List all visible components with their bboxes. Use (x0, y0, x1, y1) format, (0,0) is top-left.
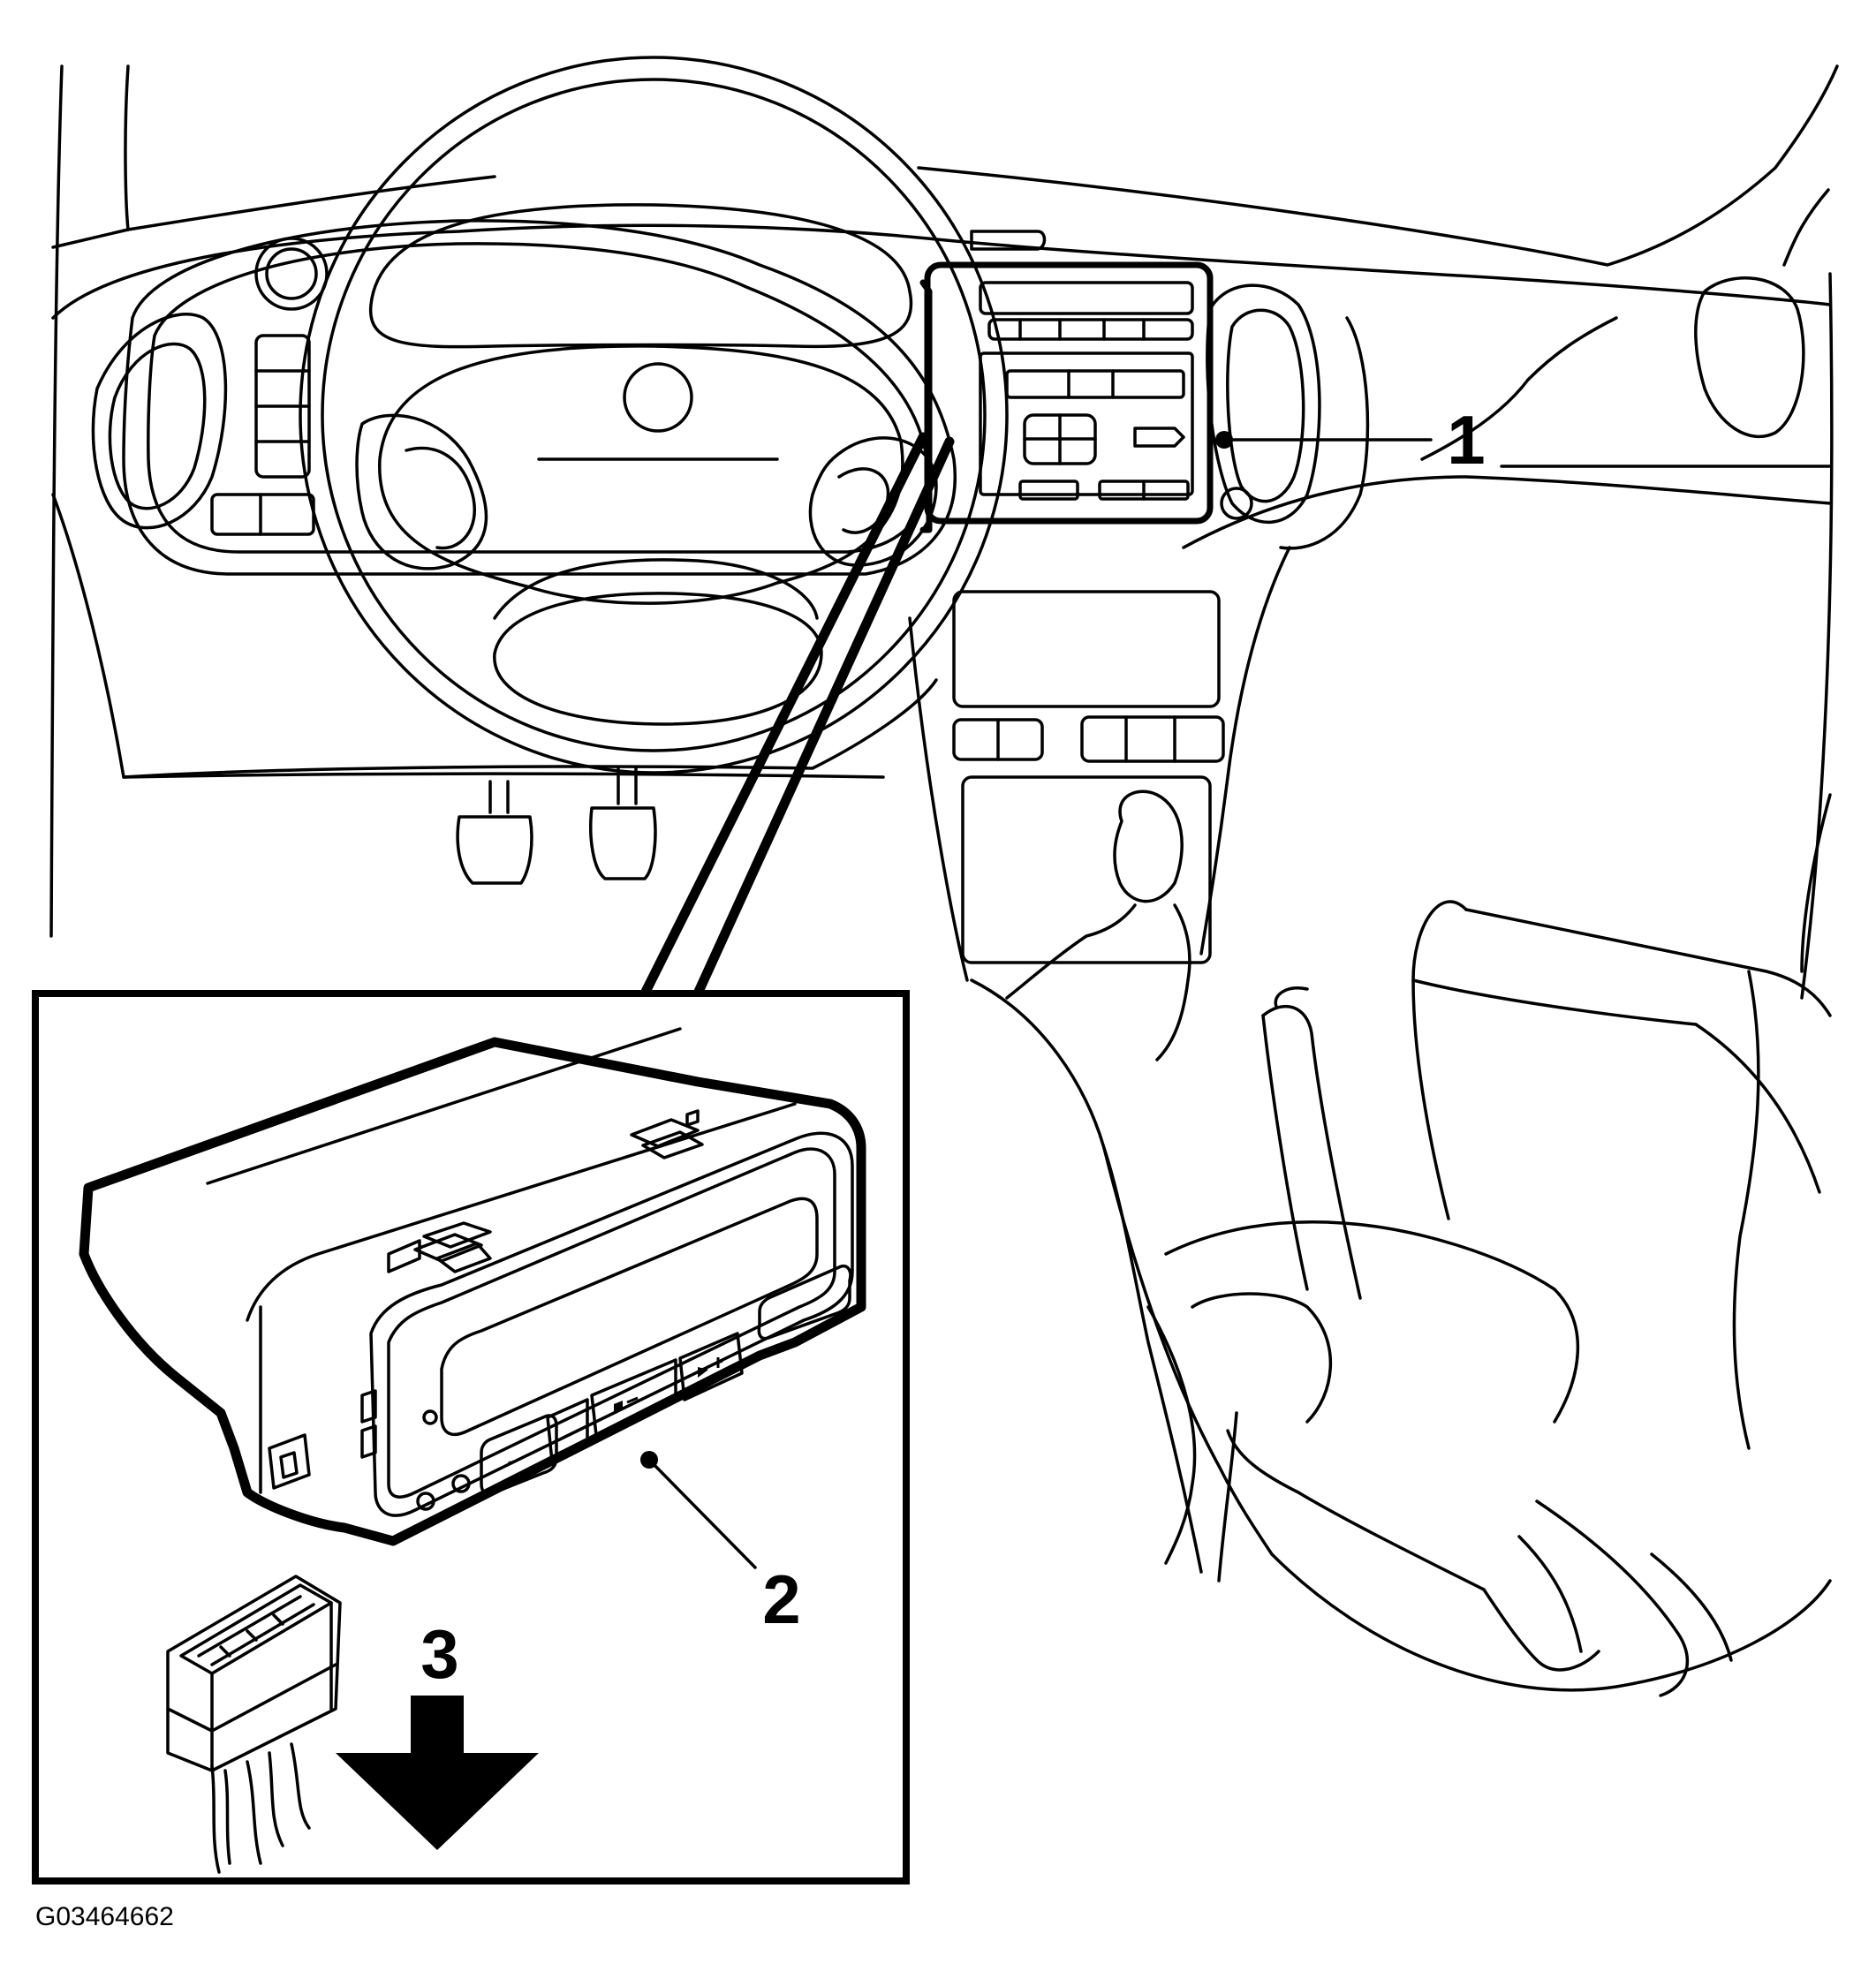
display-button-clr (757, 1265, 852, 1341)
display-button-plus (678, 1332, 744, 1401)
figure-id-label: G03464662 (35, 1902, 174, 1931)
zoom-leader-lines (639, 279, 955, 999)
front-seat-and-floor (970, 793, 1832, 1697)
pedals (456, 767, 657, 885)
callout-3-label: 3 (420, 1615, 458, 1693)
callout-3-group: 3 (336, 1615, 539, 1850)
callout-1-label: 1 (1447, 401, 1485, 479)
center-stack (908, 230, 1805, 1061)
wiring-connector (166, 1575, 342, 1874)
dashboard (51, 219, 1832, 779)
callout-2-group: 2 (640, 1451, 801, 1638)
callout-2-label: 2 (762, 1560, 800, 1638)
callout-2-leader (647, 1458, 757, 1569)
info-display-unit: ~ (79, 1027, 866, 1546)
down-arrow-icon (336, 1696, 539, 1850)
steering-wheel (299, 56, 1009, 774)
detail-inset: ~ 2 (32, 990, 910, 1885)
callout-1-group: 1 (1215, 401, 1832, 479)
cabin-frame (49, 64, 1839, 1000)
display-button-1 (480, 1414, 558, 1496)
display-button-2 (546, 1398, 589, 1463)
button-glyph: ~ (505, 1454, 515, 1469)
display-button-minus (590, 1358, 677, 1437)
